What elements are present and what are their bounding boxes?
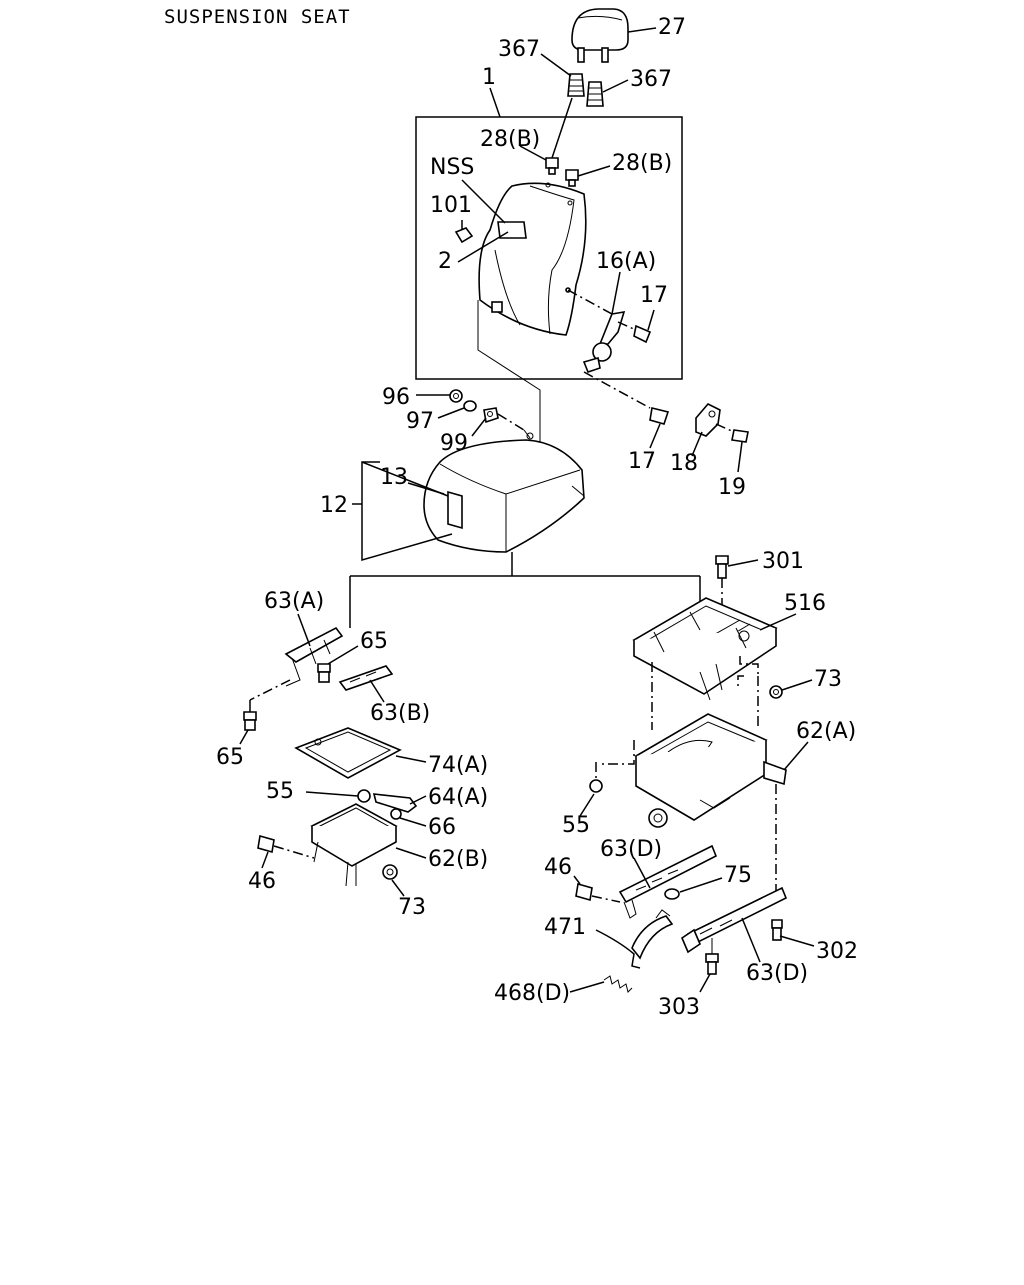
slide-rail-63d-lower bbox=[681, 886, 788, 963]
callout-27: 27 bbox=[658, 15, 686, 40]
recliner-16a bbox=[567, 271, 626, 373]
headrest-guide-367-right bbox=[586, 79, 629, 107]
callout-471: 471 bbox=[544, 915, 586, 940]
clip-101 bbox=[454, 220, 474, 244]
assembly-split-line bbox=[349, 552, 701, 628]
bolt-28b-left bbox=[519, 97, 573, 175]
callout-55-left: 55 bbox=[266, 779, 294, 804]
callout-301: 301 bbox=[762, 549, 804, 574]
bolt-302 bbox=[771, 919, 815, 947]
nut-55-right bbox=[579, 762, 603, 817]
seat-cushion bbox=[407, 429, 585, 553]
seat-back-cushion bbox=[457, 179, 587, 336]
bolt-19 bbox=[715, 423, 749, 473]
spacer-66 bbox=[390, 808, 427, 827]
base-62a bbox=[600, 713, 809, 896]
callout-19: 19 bbox=[718, 475, 746, 500]
rail-63b bbox=[338, 665, 394, 703]
bolt-301 bbox=[715, 555, 759, 612]
callout-17-upper: 17 bbox=[640, 283, 668, 308]
callout-63d-lower: 63(D) bbox=[746, 961, 808, 986]
seat-back-assembly-frame bbox=[415, 116, 683, 380]
callout-75: 75 bbox=[724, 863, 752, 888]
callout-468d: 468(D) bbox=[494, 981, 570, 1006]
washer-97 bbox=[437, 400, 477, 419]
callout-73-left: 73 bbox=[398, 895, 426, 920]
bolt-46-left bbox=[257, 834, 315, 869]
headrest-guide-367-left bbox=[540, 53, 585, 97]
callout-46-right: 46 bbox=[544, 855, 572, 880]
callout-1: 1 bbox=[482, 65, 496, 90]
callout-63b: 63(B) bbox=[370, 701, 430, 726]
suspension-mechanism-516 bbox=[632, 597, 797, 730]
headrest bbox=[571, 8, 657, 63]
nut-73-left bbox=[382, 864, 405, 897]
bolt-46-right bbox=[573, 875, 621, 903]
washer-75 bbox=[664, 877, 723, 900]
callout-367-right: 367 bbox=[630, 67, 672, 92]
callout-73-right: 73 bbox=[814, 667, 842, 692]
callout-302: 302 bbox=[816, 939, 858, 964]
bolt-65-lower bbox=[239, 711, 257, 745]
bolt-17-lower bbox=[583, 371, 670, 449]
callout-nss: NSS bbox=[430, 155, 474, 180]
callout-96: 96 bbox=[382, 385, 410, 410]
slide-rail-63d-upper bbox=[618, 844, 718, 919]
nut-73-right bbox=[769, 679, 813, 699]
bolt-28b-right bbox=[565, 165, 611, 187]
bracket-18 bbox=[691, 403, 721, 457]
callout-13: 13 bbox=[380, 465, 408, 490]
callout-16a: 16(A) bbox=[596, 249, 656, 274]
nut-55-left bbox=[305, 789, 371, 803]
callout-63a: 63(A) bbox=[264, 589, 324, 614]
callout-28b-left: 28(B) bbox=[480, 127, 540, 152]
callout-99: 99 bbox=[440, 431, 468, 456]
slide-frame-74a bbox=[294, 727, 427, 779]
bolt-17-upper bbox=[617, 309, 655, 344]
callout-66: 66 bbox=[428, 815, 456, 840]
lever-64a bbox=[372, 793, 427, 813]
slide-rail-63a bbox=[249, 613, 344, 712]
base-62b bbox=[310, 803, 427, 887]
callout-516: 516 bbox=[784, 591, 826, 616]
spring-468d bbox=[569, 975, 633, 993]
lever-rod-471 bbox=[595, 909, 674, 969]
callout-55-right: 55 bbox=[562, 813, 590, 838]
bracket-12 bbox=[361, 461, 453, 561]
callout-62b: 62(B) bbox=[428, 847, 488, 872]
callout-367-left: 367 bbox=[498, 37, 540, 62]
bushing-99 bbox=[471, 407, 525, 437]
callout-2: 2 bbox=[438, 249, 452, 274]
callout-97: 97 bbox=[406, 409, 434, 434]
callout-303: 303 bbox=[658, 995, 700, 1020]
callout-12: 12 bbox=[320, 493, 348, 518]
callout-74a: 74(A) bbox=[428, 753, 488, 778]
bolt-65-upper bbox=[317, 645, 359, 683]
callout-65-lower: 65 bbox=[216, 745, 244, 770]
callout-18: 18 bbox=[670, 451, 698, 476]
callout-63d-upper: 63(D) bbox=[600, 837, 662, 862]
callout-65-upper: 65 bbox=[360, 629, 388, 654]
bolt-303 bbox=[699, 938, 719, 993]
callout-101: 101 bbox=[430, 193, 472, 218]
callout-62a: 62(A) bbox=[796, 719, 856, 744]
callout-64a: 64(A) bbox=[428, 785, 488, 810]
diagram-title: SUSPENSION SEAT bbox=[164, 6, 351, 28]
callout-46-left: 46 bbox=[248, 869, 276, 894]
callout-28b-right: 28(B) bbox=[612, 151, 672, 176]
nut-96 bbox=[416, 389, 463, 403]
callout-17-lower: 17 bbox=[628, 449, 656, 474]
